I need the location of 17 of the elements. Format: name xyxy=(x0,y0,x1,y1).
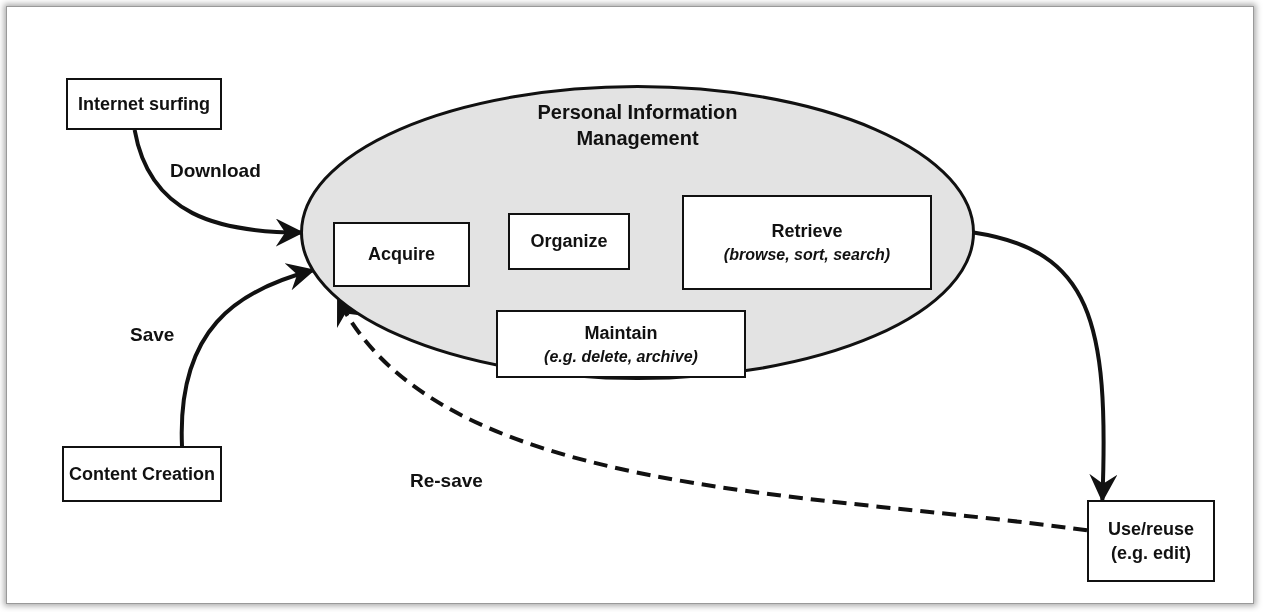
process-box xyxy=(496,310,746,378)
process-box: Use/reuse (e.g. edit) xyxy=(1087,500,1215,582)
box-note: (e.g. delete, archive) xyxy=(544,347,698,366)
box-note: (browse, sort, search) xyxy=(723,246,891,264)
process-box: Internet surfing xyxy=(66,78,222,130)
edge-label: Re-save xyxy=(410,470,483,492)
box-title: Retrieve xyxy=(771,221,843,242)
box-title: Maintain xyxy=(584,322,658,344)
edge-label: Save xyxy=(130,324,175,346)
ellipse-heading: Personal Information Management xyxy=(536,100,739,151)
process-box: Content Creation xyxy=(62,446,222,502)
process-box xyxy=(682,195,932,290)
arrow xyxy=(973,230,1118,503)
edge-label: Download xyxy=(170,160,261,182)
process-box: Acquire xyxy=(333,222,470,287)
ellipse-region xyxy=(300,85,975,380)
process-box: Organize xyxy=(508,213,630,270)
